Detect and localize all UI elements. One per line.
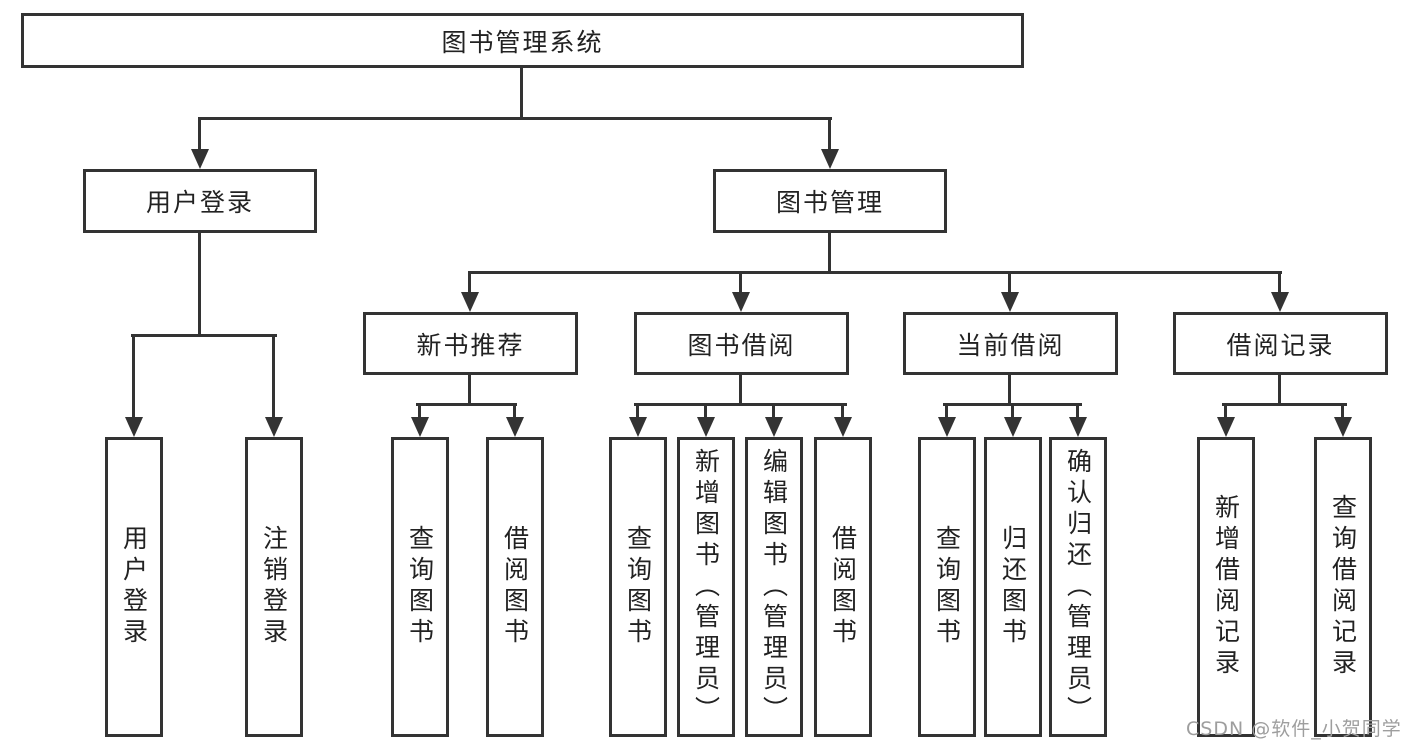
tree-connector-line [418, 403, 421, 418]
arrow-down-icon [1004, 417, 1022, 437]
arrow-down-icon [1069, 417, 1087, 437]
leaf-user-login: 用户登录 [105, 437, 163, 737]
tree-connector-line [636, 403, 639, 418]
node-label: 查询图书 [623, 525, 653, 649]
node-label: 借阅图书 [500, 525, 530, 649]
node-user-login: 用户登录 [83, 169, 317, 233]
tree-connector-line [739, 374, 742, 406]
leaf-borrow-books-recommend: 借阅图书 [486, 437, 544, 737]
node-label: 图书管理 [775, 188, 884, 217]
node-label: 查询图书 [405, 525, 435, 649]
leaf-query-books-recommend: 查询图书 [391, 437, 449, 737]
tree-connector-line [468, 271, 471, 293]
tree-connector-line [772, 403, 775, 418]
arrow-down-icon [125, 417, 143, 437]
tree-connector-line [828, 117, 831, 150]
tree-connector-line [272, 334, 275, 418]
node-label: 查询图书 [932, 525, 962, 649]
tree-connector-line [1008, 271, 1011, 293]
tree-connector-line [468, 271, 1282, 274]
arrow-down-icon [1334, 417, 1352, 437]
node-label: 图书借阅 [687, 330, 796, 360]
node-label: 新增借阅记录 [1211, 494, 1241, 680]
arrow-down-icon [1217, 417, 1235, 437]
arrow-down-icon [191, 149, 209, 169]
tree-connector-line [1076, 403, 1079, 418]
csdn-watermark: CSDN @软件_小贺同学 [1186, 718, 1402, 740]
node-label: 图书管理系统 [441, 27, 604, 57]
leaf-query-books-current: 查询图书 [918, 437, 976, 737]
tree-connector-line [704, 403, 707, 418]
tree-connector-line [1011, 403, 1014, 418]
node-book-borrow: 图书借阅 [634, 312, 849, 375]
tree-connector-line [520, 68, 523, 118]
tree-connector-line [1278, 271, 1281, 293]
node-new-book-recommend: 新书推荐 [363, 312, 578, 375]
arrow-down-icon [1271, 292, 1289, 312]
tree-connector-line [1341, 403, 1344, 418]
node-label: 当前借阅 [956, 330, 1065, 360]
tree-connector-line [945, 403, 948, 418]
node-label: 新书推荐 [416, 330, 525, 360]
arrow-down-icon [834, 417, 852, 437]
arrow-down-icon [411, 417, 429, 437]
leaf-add-book-admin: 新增图书（管理员） [677, 437, 735, 737]
tree-connector-line [131, 334, 277, 337]
tree-connector-line [1008, 374, 1011, 406]
leaf-confirm-return-admin: 确认归还（管理员） [1049, 437, 1107, 737]
arrow-down-icon [821, 149, 839, 169]
tree-connector-line [739, 271, 742, 293]
arrow-down-icon [765, 417, 783, 437]
tree-connector-line [513, 403, 516, 418]
arrow-down-icon [461, 292, 479, 312]
node-label: 新增图书（管理员） [691, 447, 721, 727]
node-current-borrow: 当前借阅 [903, 312, 1118, 375]
tree-connector-line [1222, 403, 1347, 406]
arrow-down-icon [265, 417, 283, 437]
node-label: 确认归还（管理员） [1063, 447, 1093, 727]
leaf-query-books-borrow: 查询图书 [609, 437, 667, 737]
arrow-down-icon [1001, 292, 1019, 312]
tree-connector-line [198, 117, 201, 150]
tree-connector-line [468, 374, 471, 406]
leaf-edit-book-admin: 编辑图书（管理员） [745, 437, 803, 737]
node-borrow-records: 借阅记录 [1173, 312, 1388, 375]
node-label: 注销登录 [259, 525, 289, 649]
arrow-down-icon [629, 417, 647, 437]
arrow-down-icon [506, 417, 524, 437]
arrow-down-icon [938, 417, 956, 437]
tree-connector-line [132, 334, 135, 418]
tree-connector-line [198, 233, 201, 336]
tree-connector-line [416, 403, 517, 406]
node-library-management-system: 图书管理系统 [21, 13, 1024, 68]
tree-connector-line [1224, 403, 1227, 418]
tree-connector-line [841, 403, 844, 418]
arrow-down-icon [732, 292, 750, 312]
tree-connector-line [1278, 374, 1281, 406]
node-label: 用户登录 [119, 525, 149, 649]
leaf-add-borrow-record: 新增借阅记录 [1197, 437, 1255, 737]
leaf-logout: 注销登录 [245, 437, 303, 737]
node-label: 借阅记录 [1226, 330, 1335, 360]
node-label: 用户登录 [145, 188, 254, 217]
node-label: 归还图书 [998, 525, 1028, 649]
leaf-borrow-books: 借阅图书 [814, 437, 872, 737]
arrow-down-icon [697, 417, 715, 437]
node-label: 编辑图书（管理员） [759, 447, 789, 727]
node-label: 借阅图书 [828, 525, 858, 649]
node-book-management: 图书管理 [713, 169, 947, 233]
tree-connector-line [634, 403, 847, 406]
leaf-query-borrow-record: 查询借阅记录 [1314, 437, 1372, 737]
tree-connector-line [198, 117, 832, 120]
leaf-return-book: 归还图书 [984, 437, 1042, 737]
tree-connector-line [828, 233, 831, 273]
node-label: 查询借阅记录 [1328, 494, 1358, 680]
